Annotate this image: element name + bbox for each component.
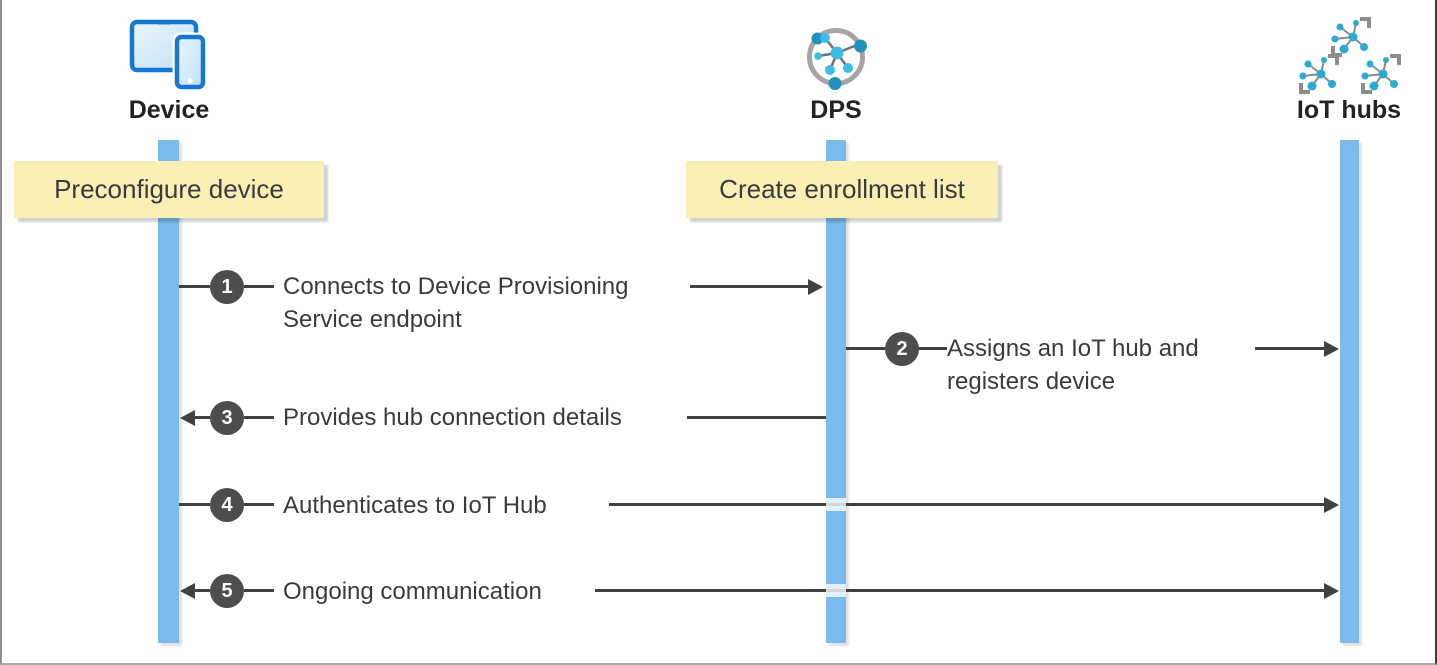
- step-2-text: Assigns an IoT hub and registers device: [947, 335, 1199, 395]
- step-5-arrow-right: [595, 582, 1339, 599]
- step-1-stub-mid: [244, 285, 274, 288]
- step-2-arrow: [1255, 340, 1339, 357]
- step-4-text: Authenticates to IoT Hub: [283, 492, 547, 519]
- iot-hubs-icon: [1297, 17, 1401, 94]
- step-4-number: 4: [221, 493, 233, 516]
- dps-lifeline-crossing-step-4: [826, 498, 846, 511]
- step-2-number-badge: 2: [885, 332, 919, 366]
- step-2-stub-left: [846, 347, 885, 350]
- step-5-number: 5: [221, 579, 233, 602]
- step-3-text: Provides hub connection details: [283, 404, 622, 431]
- step-2-stub-mid: [919, 347, 947, 350]
- step-5-stub-mid: [244, 589, 274, 592]
- step-4-stub-mid: [244, 503, 274, 506]
- step-4-arrow: [609, 496, 1339, 513]
- step-1-arrow: [690, 278, 823, 295]
- dps-icon: [807, 28, 867, 90]
- step-3-line-right: [687, 416, 826, 419]
- dps-lifeline-crossing-step-5: [826, 584, 846, 597]
- step-5-arrow-left: [180, 582, 210, 599]
- step-5-number-badge: 5: [210, 574, 244, 608]
- step-1-text: Connects to Device Provisioning Service …: [283, 273, 629, 333]
- step-1-number-badge: 1: [210, 270, 244, 304]
- device-icon: [129, 19, 208, 93]
- step-3-number-badge: 3: [210, 401, 244, 435]
- note-preconfigure-device: Preconfigure device: [14, 161, 324, 218]
- lifeline-device: [158, 140, 179, 643]
- step-1-number: 1: [221, 275, 233, 298]
- actor-label-dps: DPS: [810, 96, 862, 124]
- note-create-enrollment-list: Create enrollment list: [686, 161, 998, 218]
- actor-label-iot-hubs: IoT hubs: [1296, 96, 1402, 124]
- step-3-arrow: [180, 409, 210, 426]
- step-3-stub-mid: [244, 416, 274, 419]
- step-4-number-badge: 4: [210, 488, 244, 522]
- lifeline-iot-hubs: [1340, 140, 1359, 643]
- step-5-text: Ongoing communication: [283, 578, 542, 605]
- actor-label-device: Device: [128, 96, 210, 124]
- step-2-number: 2: [896, 337, 908, 360]
- lifeline-dps: [826, 140, 846, 643]
- step-1-stub-left: [179, 285, 210, 288]
- step-4-stub-left: [179, 503, 210, 506]
- step-3-number: 3: [221, 406, 233, 429]
